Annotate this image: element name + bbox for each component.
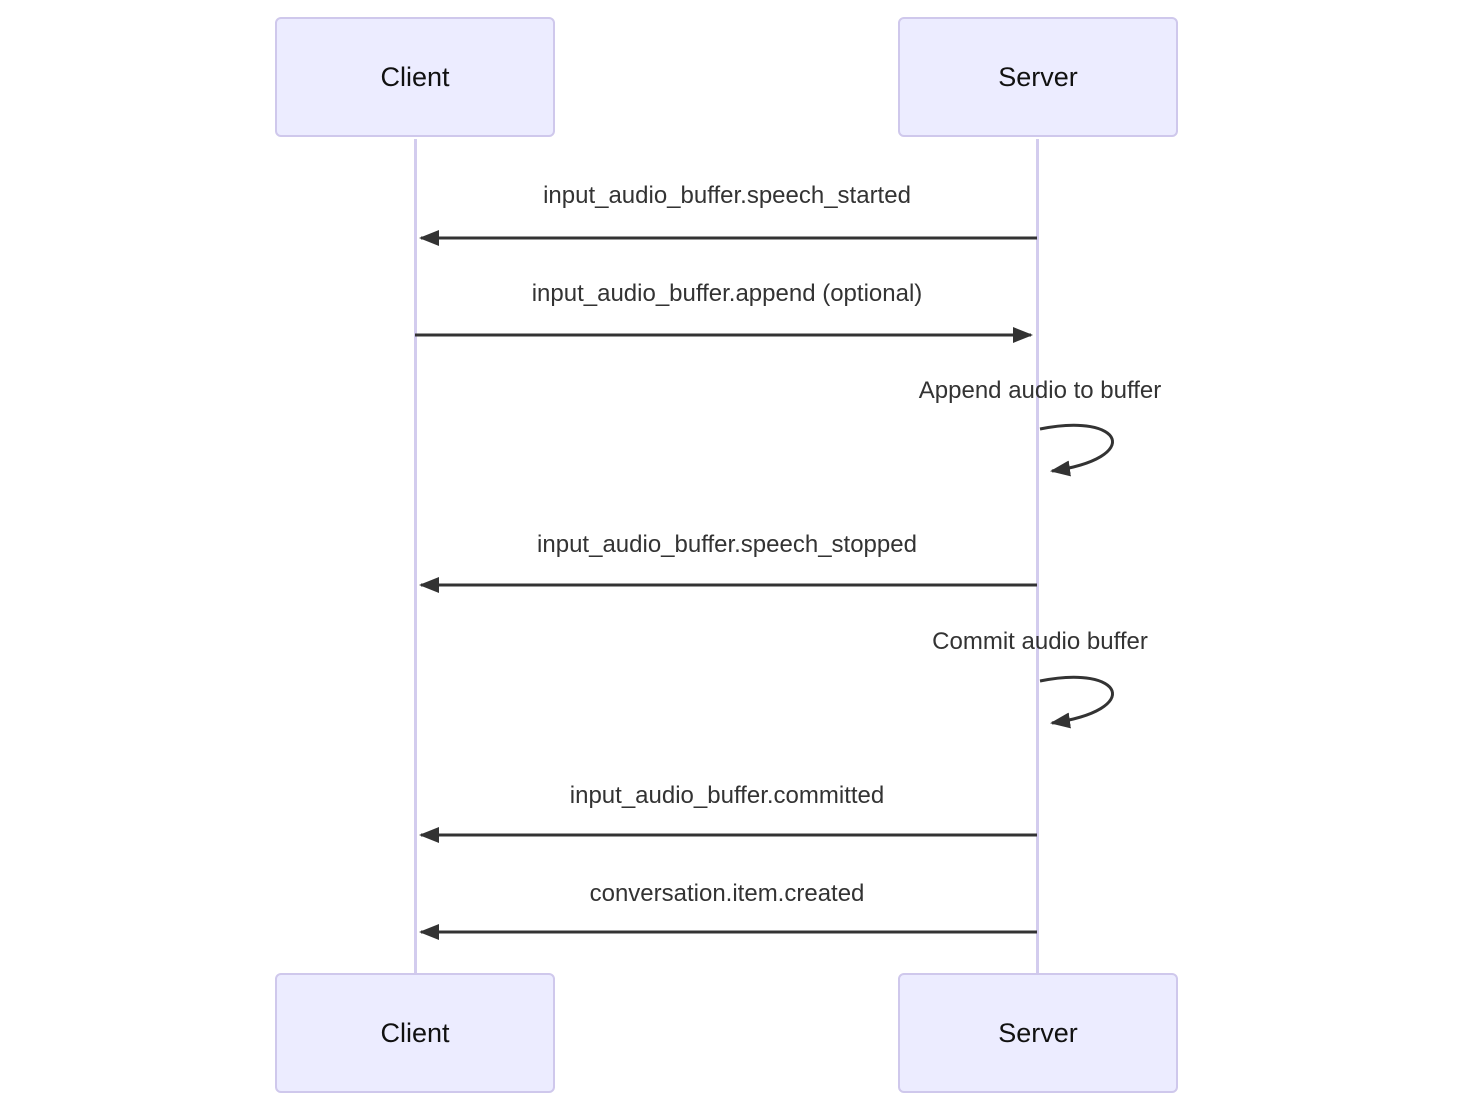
message-label-speech-started: input_audio_buffer.speech_started [543, 182, 911, 209]
message-label-item-created: conversation.item.created [589, 880, 865, 907]
lifeline-client [414, 139, 417, 973]
actor-label-client-bottom: Client [380, 1017, 450, 1048]
message-label-committed: input_audio_buffer.committed [569, 782, 885, 809]
lifeline-server [1036, 139, 1039, 973]
actor-label-server-top: Server [998, 61, 1078, 92]
message-label-commit-audio-buffer: Commit audio buffer [932, 628, 1148, 655]
actor-box-server-bottom: Server [898, 973, 1178, 1093]
message-label-append-optional: input_audio_buffer.append (optional) [531, 280, 923, 307]
self-loop-append-audio [1039, 423, 1114, 477]
actor-box-server-top: Server [898, 17, 1178, 137]
actor-box-client-top: Client [275, 17, 555, 137]
message-label-append-audio-to-buffer: Append audio to buffer [918, 377, 1162, 404]
actor-label-server-bottom: Server [998, 1017, 1078, 1048]
actor-label-client-top: Client [380, 61, 450, 92]
self-loop-commit-audio [1039, 675, 1114, 729]
actor-box-client-bottom: Client [275, 973, 555, 1093]
message-label-speech-stopped: input_audio_buffer.speech_stopped [537, 531, 917, 558]
